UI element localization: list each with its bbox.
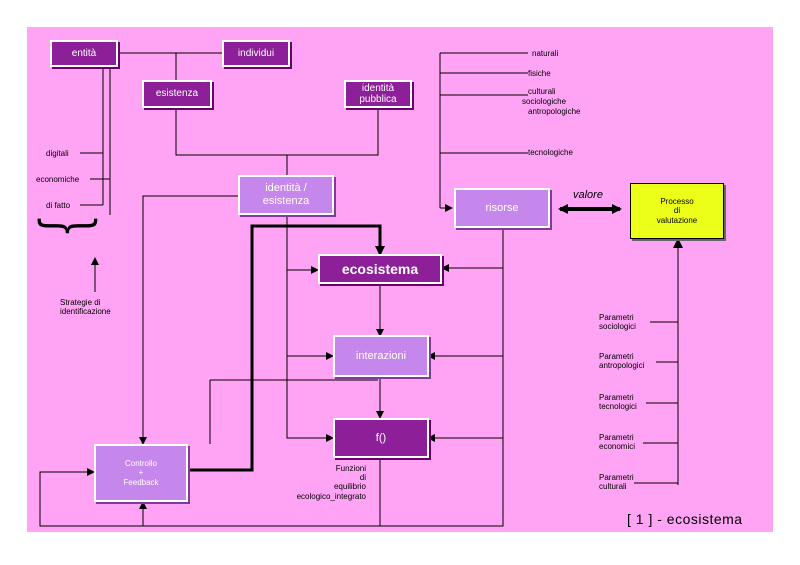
node-esistenza[interactable]: esistenza xyxy=(142,80,212,108)
node-identita-pubblica[interactable]: identità pubblica xyxy=(344,80,412,108)
node-f[interactable]: f() xyxy=(333,418,429,458)
param-culturali: Parametri culturali xyxy=(599,473,634,492)
resource-tecnologiche: tecnologiche xyxy=(528,148,573,157)
node-controllo-feedback[interactable]: Controllo + Feedback xyxy=(94,444,188,502)
brace-icon: } xyxy=(32,213,108,239)
param-sociologici: Parametri sociologici xyxy=(599,313,636,332)
diagram-caption: [ 1 ] - ecosistema xyxy=(627,511,743,527)
resource-antropologiche: antropologiche xyxy=(528,107,581,116)
resource-fisiche: fisiche xyxy=(528,69,551,78)
label-funzioni: Funzioni di equilibrio ecologico_integra… xyxy=(296,464,366,501)
resource-sociologiche: sociologiche xyxy=(522,97,567,106)
node-interazioni[interactable]: interazioni xyxy=(333,335,429,377)
node-risorse[interactable]: risorse xyxy=(454,188,550,228)
resource-naturali: naturali xyxy=(532,49,559,58)
label-economiche: economiche xyxy=(36,175,80,184)
node-identita-esistenza[interactable]: identità / esistenza xyxy=(238,175,334,215)
node-ecosistema[interactable]: ecosistema xyxy=(318,254,442,284)
param-tecnologici: Parametri tecnologici xyxy=(599,393,637,412)
resource-culturali: culturali xyxy=(528,87,556,96)
label-di-fatto: di fatto xyxy=(46,201,71,210)
node-entita[interactable]: entità xyxy=(50,40,118,67)
label-digitali: digitali xyxy=(46,149,69,158)
node-processo-valutazione[interactable]: Processo di valutazione xyxy=(630,183,724,239)
label-valore: valore xyxy=(573,189,603,201)
label-strategie: Strategie di identificazione xyxy=(60,298,111,317)
param-antropologici: Parametri antropologici xyxy=(599,352,645,371)
param-economici: Parametri economici xyxy=(599,433,636,452)
node-individui[interactable]: individui xyxy=(222,40,290,67)
